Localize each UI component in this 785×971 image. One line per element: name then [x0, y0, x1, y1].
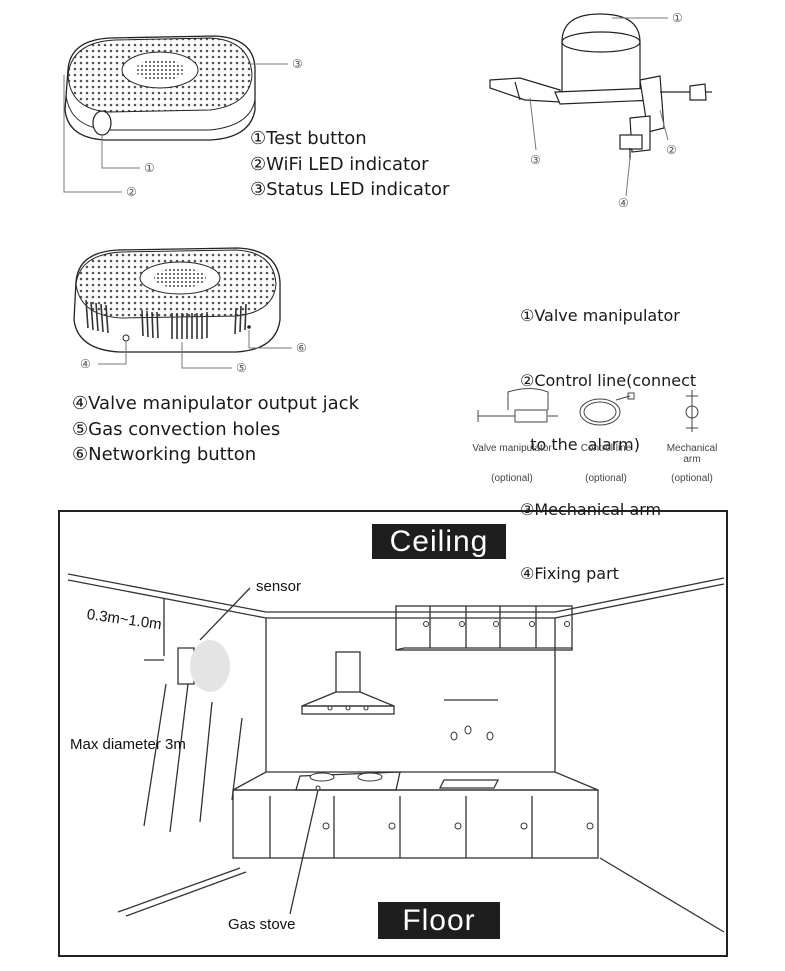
ceiling-label: Ceiling	[372, 524, 506, 559]
legend-output-jack: ④Valve manipulator output jack	[72, 393, 360, 414]
legend-test-button: ①Test button	[250, 128, 367, 149]
legend-fixing-part: ④Fixing part	[520, 564, 619, 583]
accessory-arm-name: Mechanical arm	[666, 443, 718, 465]
callout-4: ④	[80, 357, 91, 371]
sensor-device-side	[73, 247, 281, 353]
sensor-label: sensor	[256, 578, 302, 595]
kitchen-frame	[58, 510, 728, 957]
accessory-valve-name: Valve manipulator	[472, 443, 552, 454]
stove-label: Gas stove	[228, 916, 296, 933]
legend-control-line: ②Control line(connect	[520, 370, 697, 390]
kitchen-scene	[67, 573, 725, 933]
legend-convection-holes: ⑤Gas convection holes	[72, 418, 281, 440]
legend-control-line-cont: to the alarm)	[520, 435, 640, 454]
callout-1-top: ①	[144, 161, 155, 175]
valve-callout-4: ④	[618, 196, 629, 210]
legend-valve-manipulator: ①Valve manipulator	[520, 306, 680, 325]
callout-3-top: ③	[292, 57, 303, 71]
accessory-control-note: (optional)	[585, 473, 627, 484]
sensor-icon	[190, 640, 230, 692]
callout-2-top: ②	[126, 185, 137, 199]
legend-wifi-led: ②WiFi LED indicator	[250, 153, 429, 175]
valve-manipulator-illustration	[489, 13, 712, 160]
legend-status-led: ③Status LED indicator	[250, 179, 450, 200]
legend-networking-button: ⑥Networking button	[72, 444, 257, 465]
accessory-valve-note: (optional)	[491, 473, 533, 484]
legend-mechanical-arm: ③Mechanical arm	[520, 499, 662, 519]
diameter-label: Max diameter 3m	[70, 736, 186, 753]
floor-label: Floor	[378, 902, 500, 939]
accessory-arm-note: (optional)	[671, 473, 713, 484]
accessory-control-name: Control line	[580, 443, 632, 454]
accessory-icons	[477, 388, 699, 432]
valve-callout-3: ③	[530, 153, 541, 167]
sensor-legend-bottom: ④Valve manipulator output jack ⑤Gas conv…	[72, 391, 359, 468]
callout-5: ⑤	[236, 361, 247, 375]
sensor-device-top	[64, 35, 256, 141]
valve-callout-1: ①	[672, 11, 683, 25]
valve-legend: ①Valve manipulator ②Control line(connect…	[520, 262, 696, 606]
callout-6: ⑥	[296, 341, 307, 355]
sensor-legend-top: ①Test button ②WiFi LED indicator ③Status…	[250, 126, 449, 203]
valve-callout-2: ②	[666, 143, 677, 157]
